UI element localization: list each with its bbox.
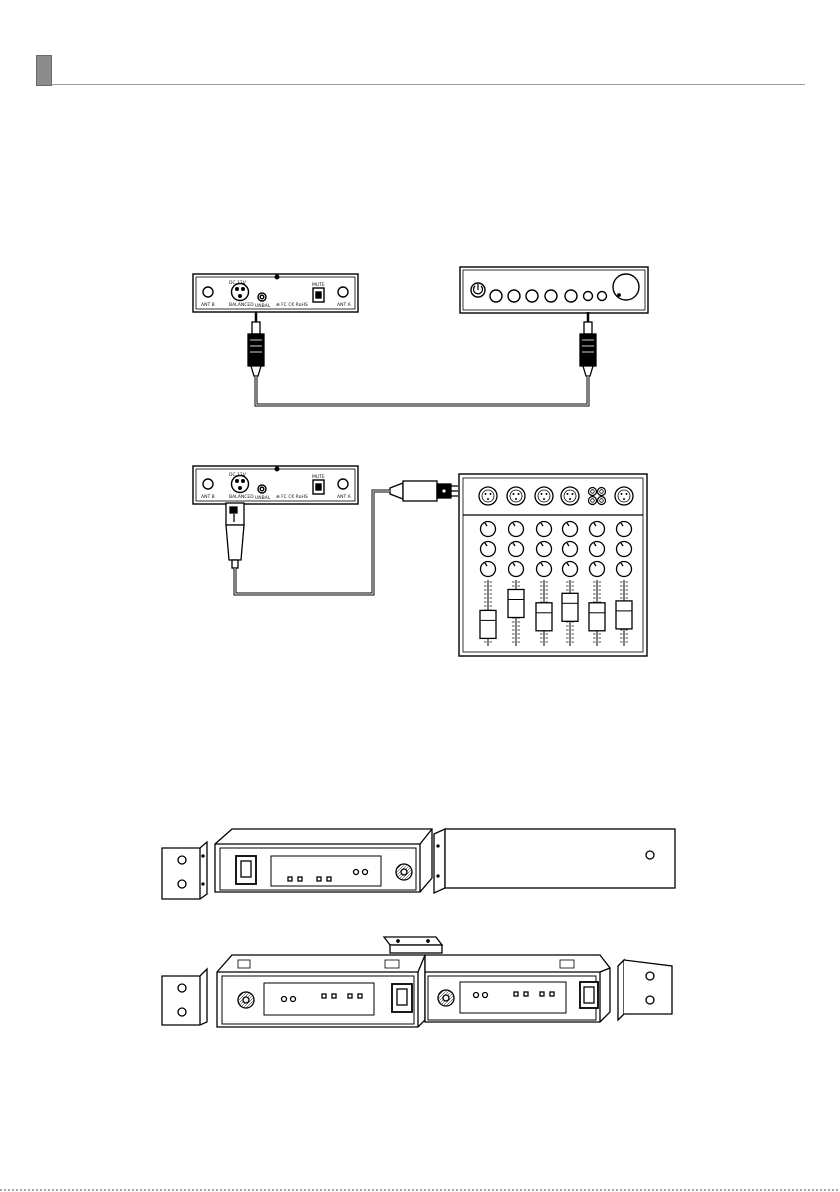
xlr-pin <box>541 493 543 495</box>
rca-jack <box>589 497 597 505</box>
jack-plug-right <box>580 312 596 376</box>
channel-knob <box>537 542 552 557</box>
channel-knob <box>563 562 578 577</box>
channel-knob <box>481 542 496 557</box>
rack-ear-left-top <box>162 842 207 899</box>
channel-knob <box>509 522 524 537</box>
channel-knob <box>509 542 524 557</box>
rack-ear-right-bottom <box>618 960 672 1020</box>
xlr-pin <box>515 498 517 500</box>
label-dc-2: DC 12V <box>229 472 247 478</box>
label-ant-a: ANT A <box>337 302 352 308</box>
receiver-unit-dual-left <box>217 955 425 1027</box>
channel-knob <box>590 562 605 577</box>
xlr-pin <box>490 493 492 495</box>
receiver-unit-dual-right <box>425 955 610 1022</box>
fader-cap <box>562 593 578 621</box>
xlr-pin <box>567 493 569 495</box>
cable-1 <box>256 376 588 405</box>
label-mute: MUTE <box>312 282 325 288</box>
xlr-pin <box>626 493 628 495</box>
xlr-pin <box>543 498 545 500</box>
label-ant-a-2: ANT A <box>337 494 352 500</box>
rca-jack <box>589 488 597 496</box>
channel-knob <box>617 542 632 557</box>
channel-knob <box>537 522 552 537</box>
label-ant-b-2: ANT B <box>201 494 215 500</box>
label-balanced: BALANCED <box>229 302 254 308</box>
jack-plug-left <box>248 312 264 376</box>
channel-knob <box>563 522 578 537</box>
label-unbal: UNBAL <box>255 303 271 309</box>
fader-cap <box>589 603 605 631</box>
cable-2 <box>235 491 390 594</box>
xlr-pin <box>572 493 574 495</box>
xlr-plug-male <box>390 481 458 501</box>
xlr-pin <box>518 493 520 495</box>
label-ant-b: ANT B <box>201 302 215 308</box>
rack-extension-panel <box>434 829 675 893</box>
channel-knob <box>537 562 552 577</box>
xlr-pin <box>623 498 625 500</box>
label-balanced-2: BALANCED <box>229 494 254 500</box>
xlr-plug-female <box>226 503 244 568</box>
channel-knob <box>590 542 605 557</box>
xlr-pin <box>485 493 487 495</box>
label-unbal-2: UNBAL <box>255 495 271 501</box>
amplifier-unit <box>460 267 648 313</box>
fader-cap <box>480 610 496 638</box>
fader-cap <box>616 601 632 629</box>
rca-jack <box>598 497 606 505</box>
channel-knob <box>481 522 496 537</box>
channel-knob <box>617 522 632 537</box>
receiver-unit-rack <box>215 829 432 892</box>
channel-knob <box>563 542 578 557</box>
channel-knob <box>481 562 496 577</box>
fader-cap <box>536 603 552 631</box>
fader-cap <box>508 590 524 618</box>
label-cert: ⊕ FC C€ RoHS <box>276 302 308 308</box>
rack-ear-left-bottom <box>162 969 207 1025</box>
joining-plate <box>384 937 442 953</box>
xlr-pin <box>546 493 548 495</box>
xlr-pin <box>513 493 515 495</box>
channel-knob <box>590 522 605 537</box>
label-mute-2: MUTE <box>312 474 325 480</box>
label-dc: DC 12V <box>229 280 247 286</box>
rca-jack <box>598 488 606 496</box>
xlr-pin <box>569 498 571 500</box>
xlr-pin <box>621 493 623 495</box>
label-cert-2: ⊕ FC C€ RoHS <box>276 494 308 500</box>
channel-knob <box>509 562 524 577</box>
channel-knob <box>617 562 632 577</box>
xlr-pin <box>487 498 489 500</box>
